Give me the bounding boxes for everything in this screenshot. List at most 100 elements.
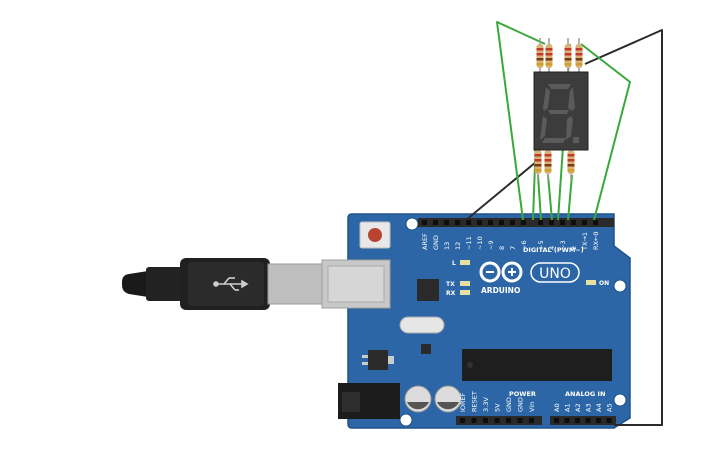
digital-pin-label: TX→1 [581, 232, 589, 251]
digital-pin-label: ~10 [476, 236, 484, 250]
seven-segment-display[interactable] [533, 71, 589, 151]
analog-label: ANALOG IN [565, 390, 605, 398]
digital-pin-socket[interactable] [571, 220, 576, 225]
analog-pin-socket[interactable] [606, 418, 612, 423]
capacitor [404, 385, 432, 413]
analog-pin-socket[interactable] [596, 418, 601, 423]
capacitor [434, 385, 462, 413]
digital-pin-socket[interactable] [510, 220, 515, 225]
wire-gnd-black-2[interactable] [465, 161, 537, 221]
led-rx [460, 290, 470, 295]
digital-pin-socket[interactable] [477, 220, 482, 225]
mount-hole [613, 393, 627, 407]
led-on [586, 280, 596, 285]
uno-badge [530, 262, 580, 283]
power-pin-socket[interactable] [517, 418, 523, 423]
wire-green-1[interactable] [496, 21, 546, 221]
digital-pin-label: GND [432, 235, 440, 250]
power-pin-label: Vin [528, 402, 536, 412]
brand-label: ARDUINO [481, 286, 520, 295]
led-l-label: L [452, 260, 456, 267]
power-pin-label: IOREF [459, 392, 467, 412]
resistor[interactable] [567, 144, 575, 180]
usb-chip [417, 279, 439, 301]
usb-cable-strain [146, 267, 182, 301]
digital-pin-label: RX←0 [592, 231, 600, 250]
power-label: POWER [509, 390, 536, 398]
power-pin-label: 5V [494, 403, 502, 412]
power-pin-socket[interactable] [494, 418, 500, 423]
wire-green-5[interactable] [567, 174, 573, 221]
analog-pin-socket[interactable] [585, 418, 591, 423]
digital-pin-socket[interactable] [593, 220, 598, 225]
power-pin-socket[interactable] [506, 418, 511, 423]
led-tx [460, 281, 470, 286]
power-pin-socket[interactable] [529, 418, 534, 423]
digital-pin-socket[interactable] [549, 220, 554, 225]
digital-pin-label: ~3 [559, 240, 567, 250]
digital-pin-socket[interactable] [488, 220, 493, 225]
mount-hole [399, 413, 413, 427]
analog-header[interactable] [550, 416, 616, 425]
regulator [368, 350, 388, 370]
digital-pin-socket[interactable] [582, 220, 587, 225]
display-digit [540, 84, 579, 143]
digital-pin-socket[interactable] [560, 220, 565, 225]
analog-pin-socket[interactable] [554, 418, 559, 423]
digital-header-label: DIGITAL (PWM~) [523, 246, 584, 254]
wire-green-4[interactable] [547, 174, 553, 221]
led-on-label: ON [599, 280, 609, 287]
mount-hole [405, 217, 419, 231]
analog-pin-socket[interactable] [564, 418, 570, 423]
digital-pin-socket[interactable] [422, 220, 427, 225]
resistor[interactable] [536, 38, 544, 74]
resistors[interactable] [534, 38, 583, 180]
usb-cable[interactable] [122, 258, 323, 310]
reset-button[interactable] [359, 221, 391, 249]
digital-pin-socket[interactable] [444, 220, 449, 225]
digital-pin-label: 13 [443, 242, 451, 250]
digital-pin-label: 12 [454, 242, 462, 250]
digital-pin-socket[interactable] [499, 220, 504, 225]
usb-icon [213, 277, 249, 291]
model-label: UNO [539, 266, 571, 282]
digital-pin-label: ~6 [520, 240, 528, 250]
led-tx-label: TX [446, 281, 455, 288]
digital-pin-socket[interactable] [521, 220, 526, 225]
digital-pin-label: 8 [498, 246, 506, 250]
power-pin-label: GND [517, 397, 525, 412]
usb-plug-metal [267, 263, 323, 305]
led-rx-label: RX [446, 290, 456, 297]
digital-pin-label: ~5 [537, 240, 545, 250]
resistor[interactable] [575, 38, 583, 74]
crystal-oscillator [399, 316, 445, 334]
digital-pin-socket[interactable] [466, 220, 471, 225]
power-pin-label: RESET [471, 391, 479, 412]
power-pin-socket[interactable] [471, 418, 477, 423]
wire-green-7[interactable] [580, 43, 631, 221]
led-l [460, 260, 470, 265]
analog-pin-label: A5 [606, 403, 614, 412]
digital-pin-label: 2 [570, 246, 578, 250]
power-jack [338, 383, 400, 419]
resistor[interactable] [564, 38, 572, 74]
analog-pin-socket[interactable] [575, 418, 580, 423]
digital-header[interactable] [418, 218, 614, 227]
wire-green-3[interactable] [537, 174, 542, 221]
power-pin-socket[interactable] [460, 418, 465, 423]
wire-gnd-black[interactable] [584, 29, 663, 426]
mount-hole [613, 279, 627, 293]
digital-pin-socket[interactable] [433, 220, 438, 225]
digital-pin-socket[interactable] [455, 220, 460, 225]
digital-pin-label: ~11 [465, 236, 473, 250]
digital-pin-socket[interactable] [538, 220, 543, 225]
analog-pin-label: A2 [574, 403, 582, 412]
power-pin-socket[interactable] [483, 418, 488, 423]
resistor[interactable] [545, 38, 553, 74]
usb-cable-tip [122, 271, 148, 297]
digital-pin-label: AREF [421, 233, 429, 250]
digital-pin-label: 4 [548, 246, 556, 250]
power-pin-label: 3.3V [482, 397, 490, 412]
